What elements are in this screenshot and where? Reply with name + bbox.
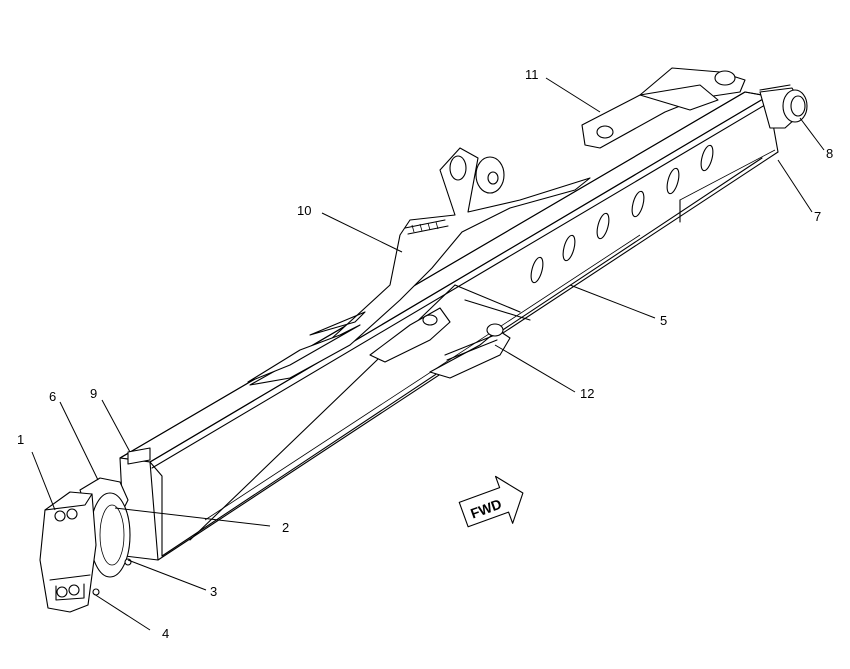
boom-slots: [530, 144, 714, 284]
callout-2: 2: [282, 520, 289, 535]
leader-lines: [31, 77, 825, 631]
callout-9: 9: [90, 386, 97, 401]
callout-11: 11: [525, 67, 539, 82]
callout-12: 12: [580, 386, 594, 401]
pivot-pin: [759, 87, 808, 129]
callout-5: 5: [660, 313, 667, 328]
front-end-assembly: [39, 447, 151, 613]
callout-1: 1: [17, 432, 24, 447]
callout-7: 7: [814, 209, 821, 224]
callout-3: 3: [210, 584, 217, 599]
rear-bracket: [581, 67, 746, 149]
upper-bracket: [247, 147, 591, 386]
callout-4: 4: [162, 626, 169, 641]
fwd-arrow-badge: FWD: [458, 475, 524, 528]
lower-bracket: [369, 307, 511, 379]
callout-8: 8: [826, 146, 833, 161]
callout-labels: 1 2 3 4 5 6 7 8 9 10 11 12: [17, 67, 833, 641]
callout-10: 10: [297, 203, 311, 218]
callout-6: 6: [49, 389, 56, 404]
